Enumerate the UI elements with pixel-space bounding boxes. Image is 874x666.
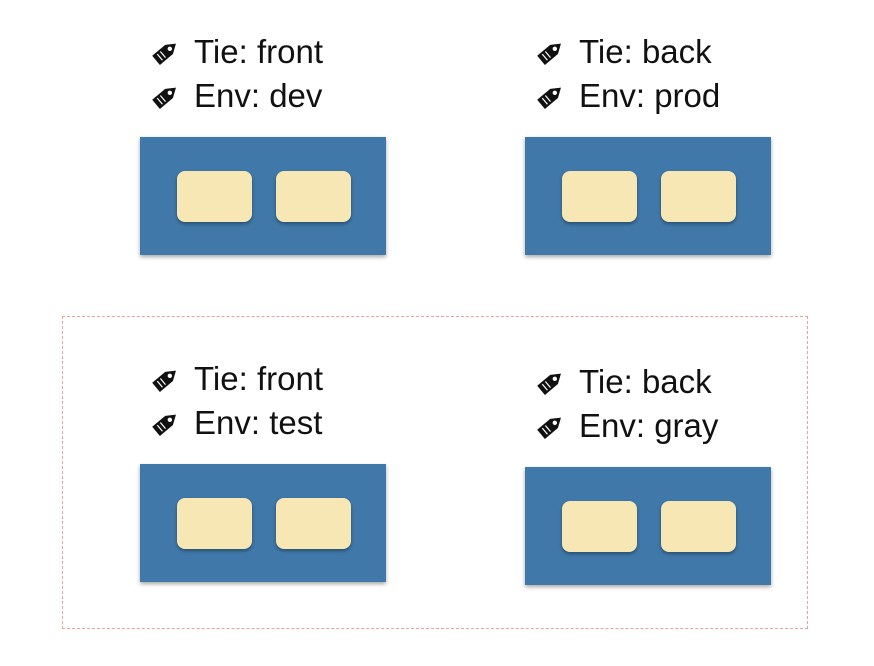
pod — [177, 498, 252, 549]
pod — [276, 498, 351, 549]
node-box — [140, 137, 386, 255]
tag-label: Env: dev — [150, 74, 323, 118]
tag-label: Tie: front — [150, 30, 323, 74]
tag-icon — [537, 87, 561, 109]
tag-label: Env: gray — [535, 404, 718, 448]
node-box — [525, 137, 771, 255]
tag-label: Tie: back — [535, 30, 720, 74]
tag-text: Env: test — [194, 404, 323, 441]
tag-text: Env: gray — [579, 407, 719, 444]
tag-label: Env: prod — [535, 74, 720, 118]
tag-text: Env: prod — [579, 77, 721, 114]
node-box — [525, 467, 771, 585]
tag-icon — [152, 87, 176, 109]
tag-icon — [152, 43, 176, 65]
tag-text: Tie: back — [579, 363, 712, 400]
tag-text: Tie: back — [579, 33, 712, 70]
tag-text: Env: dev — [194, 77, 323, 114]
tag-icon — [152, 414, 176, 436]
pod — [177, 171, 252, 222]
tag-text: Tie: front — [194, 33, 323, 70]
tag-label: Tie: back — [535, 360, 718, 404]
node-box — [140, 464, 386, 582]
tag-icon — [537, 417, 561, 439]
tag-icon — [537, 43, 561, 65]
tag-icon — [152, 370, 176, 392]
tag-label: Tie: front — [150, 357, 323, 401]
selection-boundary — [62, 316, 808, 629]
pod — [562, 171, 637, 222]
tag-label: Env: test — [150, 401, 323, 445]
pod — [562, 501, 637, 552]
pod — [661, 171, 736, 222]
tag-icon — [537, 373, 561, 395]
pod — [276, 171, 351, 222]
pod — [661, 501, 736, 552]
tag-text: Tie: front — [194, 360, 323, 397]
